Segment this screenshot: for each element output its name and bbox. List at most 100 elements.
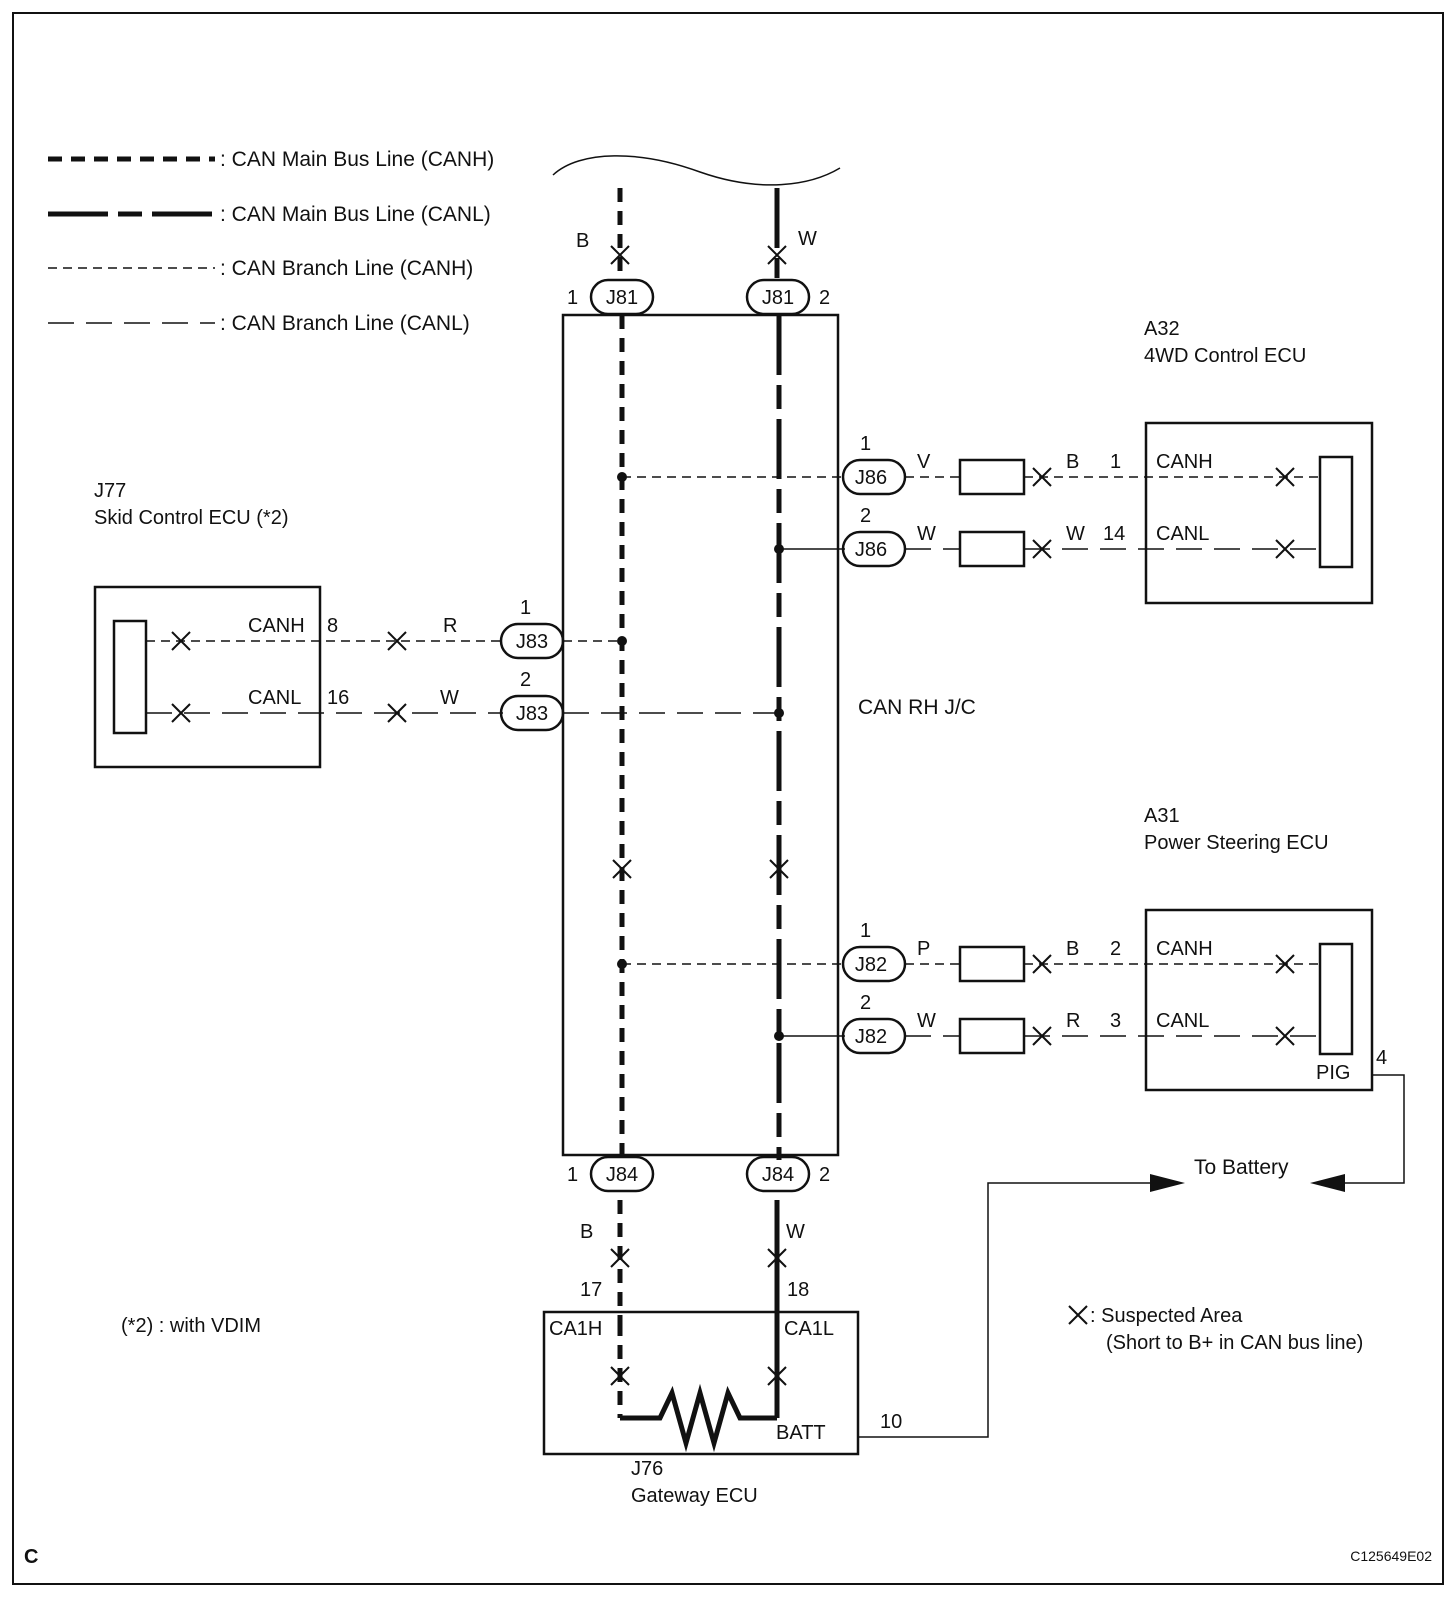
a32-ecu-box [1144, 421, 1374, 605]
a31-name: Power Steering ECU [1144, 832, 1329, 854]
pin-j77-8: 8 [327, 615, 338, 637]
a31-canl-label: CANL [1156, 1010, 1209, 1032]
pin-j86-2: 2 [860, 505, 871, 527]
a31-code: A31 [1144, 805, 1180, 827]
splice-point [617, 636, 627, 646]
legend-label-branch-canl: : CAN Branch Line (CANL) [220, 312, 470, 335]
a32-name: 4WD Control ECU [1144, 345, 1306, 367]
pin-a32-1: 1 [1110, 451, 1121, 473]
junction-box-label: CAN RH J/C [858, 696, 976, 719]
wire-color-p: P [917, 938, 930, 960]
pin-j77-16: 16 [327, 687, 349, 709]
pin-j82-2: 2 [860, 992, 871, 1014]
connector-j82-canh-label: J82 [855, 954, 887, 976]
gateway-pin-ca1l: CA1L [784, 1318, 834, 1340]
legend-label-branch-canh: : CAN Branch Line (CANH) [220, 257, 473, 280]
a31-terminal-block [1318, 942, 1354, 1056]
pin-a31-4: 4 [1376, 1047, 1387, 1069]
pin-a31-3: 3 [1110, 1010, 1121, 1032]
suspected-area-description: (Short to B+ in CAN bus line) [1106, 1332, 1363, 1354]
wire-color-v: V [917, 451, 931, 473]
connector-j86-canl-label: J86 [855, 539, 887, 561]
in-line-connector [958, 945, 1026, 983]
legend-label-main-canl: : CAN Main Bus Line (CANL) [220, 203, 491, 226]
battery-wire-pig [1345, 1074, 1405, 1184]
connector-j83-canl-label: J83 [516, 703, 548, 725]
wire-color-bottom-canl: W [786, 1221, 805, 1243]
wire-color-w: W [440, 687, 459, 709]
arrow-to-battery-right [1310, 1174, 1345, 1192]
in-line-connector [958, 458, 1026, 496]
connector-j84-canh [589, 1155, 655, 1193]
a32-code: A32 [1144, 318, 1180, 340]
j77-terminal-block [112, 619, 148, 735]
wire-color-r: R [443, 615, 457, 637]
connector-j86-canh-label: J86 [855, 467, 887, 489]
suspected-mark [1275, 954, 1295, 974]
pin-j84-2: 2 [819, 1164, 830, 1186]
pin-a31-2: 2 [1110, 938, 1121, 960]
wire-color-w: W [917, 1010, 936, 1032]
connector-j81-canl [745, 278, 811, 316]
j77-canh-label: CANH [248, 615, 305, 637]
a31-pig-label: PIG [1316, 1062, 1350, 1084]
pin-gateway-18: 18 [787, 1279, 809, 1301]
suspected-mark [171, 631, 191, 651]
suspected-mark [1032, 954, 1052, 974]
a32-canl-label: CANL [1156, 523, 1209, 545]
a32-terminal-block [1318, 455, 1354, 569]
pin-j84-1: 1 [567, 1164, 578, 1186]
connector-j81-canh [589, 278, 655, 316]
gateway-ecu-name: Gateway ECU [631, 1485, 758, 1507]
gateway-ecu-code: J76 [631, 1458, 663, 1480]
wire-color-w: W [1066, 523, 1085, 545]
footnote-vdim: (*2) : with VDIM [121, 1315, 261, 1337]
connector-j84-canh-label: J84 [606, 1164, 638, 1186]
connector-j83-canh-label: J83 [516, 631, 548, 653]
in-line-connector [958, 530, 1026, 568]
connector-j82-canl-label: J82 [855, 1026, 887, 1048]
termination-resistor [620, 1383, 777, 1453]
pin-gateway-10: 10 [880, 1411, 902, 1433]
wire-color-top-canh: B [576, 230, 589, 252]
pin-j86-1: 1 [860, 433, 871, 455]
figure-frame [12, 12, 1444, 1585]
pin-j83-2: 2 [520, 669, 531, 691]
wire-color-bottom-canh: B [580, 1221, 593, 1243]
connector-j81-canl-label: J81 [762, 287, 794, 309]
j77-ecu-box [93, 585, 322, 769]
j77-code: J77 [94, 480, 126, 502]
corner-letter: C [24, 1546, 38, 1568]
figure-code: C125649E02 [1350, 1548, 1432, 1564]
j77-canl-label: CANL [248, 687, 301, 709]
legend: : CAN Main Bus Line (CANH) : CAN Main Bu… [48, 148, 494, 335]
suspected-mark [1275, 467, 1295, 487]
in-line-connector [958, 1017, 1026, 1055]
battery-wire-gateway [858, 1182, 1160, 1438]
pin-a32-14: 14 [1103, 523, 1125, 545]
gateway-pin-ca1h: CA1H [549, 1318, 602, 1340]
wire-color-b: B [1066, 938, 1079, 960]
arrow-to-battery-left [1150, 1174, 1185, 1192]
a31-ecu-box [1144, 908, 1374, 1092]
pin-gateway-17: 17 [580, 1279, 602, 1301]
connector-j81-canh-label: J81 [606, 287, 638, 309]
connector-j84-canl [745, 1155, 811, 1193]
connector-j84-canl-label: J84 [762, 1164, 794, 1186]
pin-j81-1: 1 [567, 287, 578, 309]
pin-j83-1: 1 [520, 597, 531, 619]
wire-color-b: B [1066, 451, 1079, 473]
a31-canh-label: CANH [1156, 938, 1213, 960]
wire-color-top-canl: W [798, 228, 817, 250]
gateway-ecu-box [542, 1310, 860, 1456]
j77-name: Skid Control ECU (*2) [94, 507, 289, 529]
wire-color-r: R [1066, 1010, 1080, 1032]
a32-canh-label: CANH [1156, 451, 1213, 473]
suspected-area-legend-mark [1068, 1305, 1088, 1325]
legend-label-main-canh: : CAN Main Bus Line (CANH) [220, 148, 494, 171]
to-battery-label: To Battery [1194, 1156, 1289, 1179]
pin-j82-1: 1 [860, 920, 871, 942]
pin-j81-2: 2 [819, 287, 830, 309]
splice-point [774, 708, 784, 718]
